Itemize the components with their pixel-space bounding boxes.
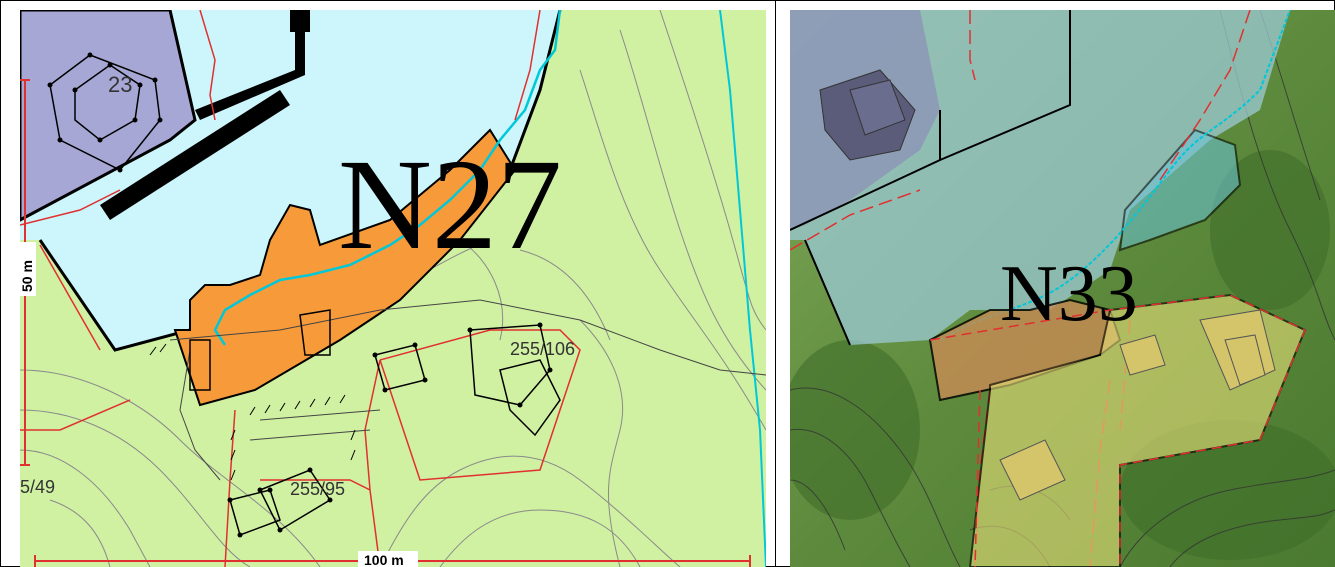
- horizontal-scale-label: 100 m: [364, 552, 404, 567]
- pier: [100, 90, 290, 220]
- aerial-buildings: [999, 309, 1276, 501]
- aerial-map-panel[interactable]: N33: [790, 10, 1335, 567]
- zoning-map-panel[interactable]: 50 m 100 m 23 255/106 255/95 5/49 N27: [20, 10, 766, 567]
- property-label-23: 23: [108, 72, 132, 97]
- property-label-255-95: 255/95: [290, 479, 345, 499]
- vertical-scale-label: 50 m: [20, 260, 35, 292]
- residential-lot: [20, 10, 197, 222]
- jetty-head: [290, 10, 310, 32]
- building-vertices: [47, 52, 553, 538]
- aerial-map[interactable]: N33: [790, 10, 1335, 567]
- jetty: [195, 10, 305, 120]
- shoreline-zone: [1118, 128, 1242, 252]
- zone-label-n27: N27: [338, 133, 562, 277]
- horizontal-scale-label-bg: [358, 551, 418, 567]
- vertical-scale-label-bg: [20, 242, 36, 296]
- stream: [719, 10, 766, 567]
- parcel-lines: [169, 299, 766, 481]
- zoning-map[interactable]: 50 m 100 m 23 255/106 255/95 5/49 N27: [20, 10, 766, 567]
- shoreline: [213, 10, 562, 346]
- property-label-5-49: 5/49: [20, 477, 55, 497]
- water-boundary-aerial: [790, 10, 1071, 346]
- hedge-symbols: [149, 343, 356, 481]
- zone-label-n33: N33: [1000, 250, 1138, 338]
- house-roof: [819, 69, 916, 161]
- property-label-255-106: 255/106: [510, 339, 575, 359]
- zone-boundary-aerial: [929, 294, 1306, 567]
- panel-divider: [775, 0, 776, 567]
